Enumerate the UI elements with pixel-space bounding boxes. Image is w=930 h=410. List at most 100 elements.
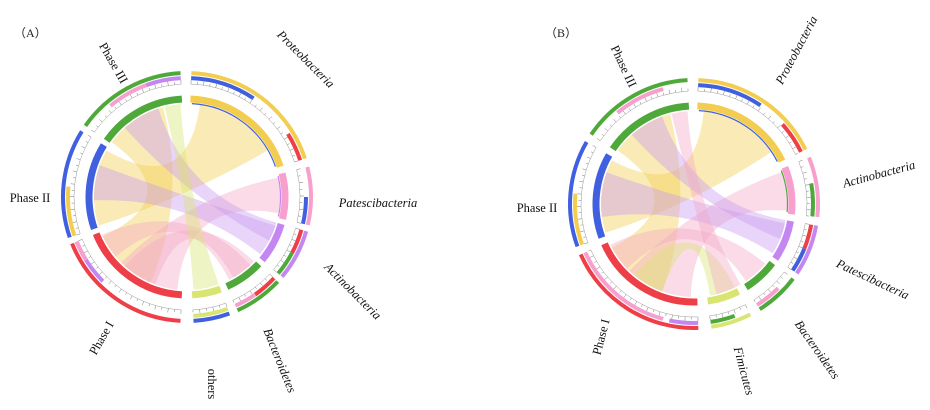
segment-actinobacteria [780, 156, 820, 218]
axis-tick [723, 90, 725, 95]
outer-band [66, 186, 77, 237]
axis-tick [585, 163, 589, 165]
axis-tick [665, 313, 667, 317]
segment-label: Actinobacteria [840, 158, 916, 191]
segment-label: Fimicutes [730, 344, 757, 396]
axis-tick [790, 261, 794, 264]
axis-tick [653, 309, 655, 313]
segment-label: Phase III [96, 40, 131, 86]
axis-tick [802, 171, 807, 174]
chord-ribbon [102, 221, 251, 280]
outer-band [758, 277, 795, 311]
axis-tick [76, 233, 81, 236]
inner-arc [609, 102, 690, 152]
axis-tick [299, 181, 304, 183]
axis-tick [804, 229, 807, 231]
segment-label: Proteobacteria [274, 27, 338, 91]
segment-label: Bacteroidetes [260, 326, 299, 395]
axis-tick [114, 106, 117, 110]
axis-tick [130, 295, 133, 300]
outer-band [790, 247, 807, 272]
axis-tick [777, 125, 781, 129]
axis-tick [85, 141, 89, 143]
axis-tick [72, 170, 77, 173]
outer-band [305, 166, 313, 226]
axis-tick [221, 87, 223, 90]
axis-tick [618, 115, 621, 119]
axis-tick [233, 91, 235, 95]
outer-band [61, 130, 84, 239]
axis-tick [76, 158, 81, 160]
axis-tick [709, 315, 711, 320]
axis-tick [287, 143, 290, 145]
outer-band [578, 253, 699, 330]
axis-tick [227, 87, 230, 92]
axis-tick [577, 218, 582, 220]
axis-tick [792, 146, 797, 149]
axis-tick [798, 159, 803, 162]
axis-tick [772, 285, 775, 288]
axis-tick [800, 166, 804, 168]
outer-band [236, 280, 280, 313]
axis-tick [264, 112, 267, 116]
axis-tick [787, 266, 792, 270]
outer-band [300, 196, 308, 225]
axis-tick [752, 105, 755, 108]
axis-tick [148, 87, 150, 91]
chord-ribbon [124, 230, 254, 285]
axis-tick [613, 286, 617, 290]
inner-band [277, 175, 282, 217]
axis-tick [781, 131, 784, 134]
segment-actinobacteria [259, 222, 309, 278]
inner-arc [743, 260, 776, 291]
axis-tick [259, 107, 263, 111]
segment-label: Phase II [10, 191, 51, 205]
arcs-a [61, 71, 313, 323]
chord-diagram-b: （B） ProteobacteriaActinobacteriaPatescib… [517, 14, 917, 397]
chord-ribbon [94, 104, 268, 226]
axis-tick [167, 308, 169, 313]
axis-tick [260, 282, 264, 287]
outer-band [254, 276, 276, 297]
inner-band [191, 103, 276, 167]
axis-tick [96, 266, 99, 269]
axis-tick [273, 122, 276, 125]
axis-tick [804, 178, 807, 180]
axis-tick [780, 276, 783, 279]
outer-band [286, 132, 303, 161]
inner-arc [697, 102, 786, 163]
axis-tick [78, 239, 83, 242]
axis-tick [104, 276, 107, 279]
axis-tick [154, 84, 157, 89]
axis-tick [291, 239, 296, 242]
axis-tick [583, 242, 588, 245]
axis-tick [633, 103, 636, 108]
outer-band [698, 78, 808, 151]
axis-tick [141, 88, 144, 93]
segment-proteobacteria [190, 71, 307, 168]
axis-line [94, 83, 182, 133]
axis-tick [596, 266, 601, 270]
axis-tick [784, 271, 788, 275]
axis-tick [118, 101, 122, 106]
axis-tick [601, 271, 604, 274]
outer-band [616, 87, 664, 115]
axis-tick [646, 307, 649, 312]
axis-tick [219, 305, 221, 308]
segment-patescibacteria [772, 220, 819, 275]
chord-ribbon [631, 116, 786, 239]
chord-ribbon [634, 242, 735, 296]
segment-bacteroidetes [743, 260, 795, 311]
chord-ribbon [102, 107, 173, 283]
axis-tick [651, 96, 653, 100]
outer-band [780, 123, 803, 153]
axis-tick [582, 175, 585, 177]
axis-tick [639, 101, 642, 105]
axis-tick [215, 83, 217, 88]
axis-tick [641, 304, 643, 307]
segment-fimicutes [707, 288, 752, 329]
axis-tick [269, 273, 273, 277]
axis-line [73, 136, 92, 234]
axis-tick [739, 307, 741, 310]
axis-tick [805, 223, 810, 225]
